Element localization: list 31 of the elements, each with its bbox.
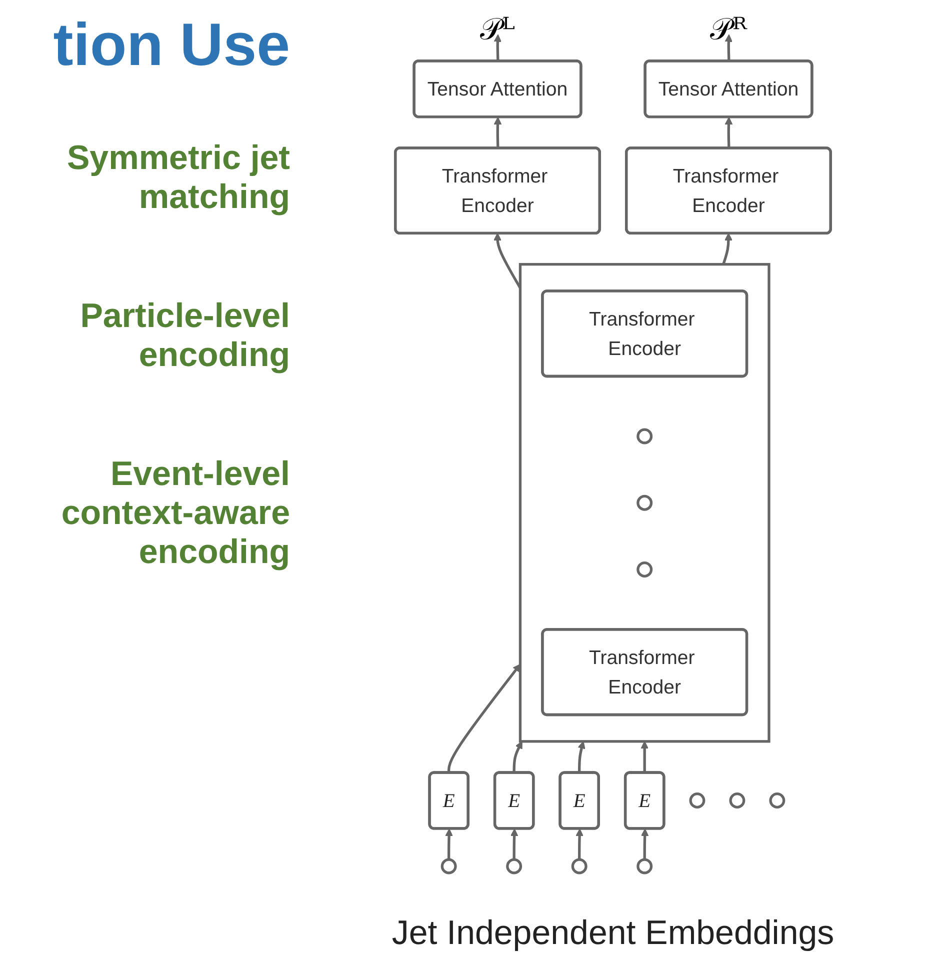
stage-label: Particle-level encoding bbox=[79, 297, 290, 375]
arrow bbox=[494, 34, 502, 62]
arrow bbox=[640, 741, 648, 772]
node-text: 𝒫ᴸ bbox=[480, 12, 515, 48]
node-circle bbox=[769, 792, 786, 808]
arrow bbox=[722, 232, 732, 265]
node-circle bbox=[571, 858, 588, 874]
stage-label: Symmetric jet matching bbox=[66, 139, 290, 217]
arrow bbox=[447, 664, 521, 772]
arrow bbox=[578, 741, 586, 772]
arrow bbox=[510, 828, 518, 860]
cluster bbox=[518, 262, 770, 743]
node-text: 𝒫ᴿ bbox=[710, 12, 747, 48]
stage-label: Event-level context-aware encoding bbox=[60, 455, 290, 572]
arrow bbox=[640, 828, 649, 860]
node-circle bbox=[729, 792, 746, 808]
arrow bbox=[445, 828, 453, 860]
arrow bbox=[494, 116, 502, 148]
arrow bbox=[512, 741, 522, 772]
arrow bbox=[724, 34, 733, 62]
node-circle bbox=[636, 428, 653, 444]
node-circle bbox=[636, 858, 653, 874]
node-circle bbox=[636, 562, 653, 578]
input-caption: Jet Independent Embeddings bbox=[392, 914, 834, 953]
node-circle bbox=[689, 792, 706, 808]
arrow bbox=[576, 828, 584, 860]
node-circle bbox=[506, 858, 522, 874]
node-circle bbox=[636, 494, 653, 511]
diagram-title: tion Use bbox=[53, 10, 290, 79]
arrow bbox=[724, 116, 733, 148]
node-circle bbox=[440, 858, 457, 874]
